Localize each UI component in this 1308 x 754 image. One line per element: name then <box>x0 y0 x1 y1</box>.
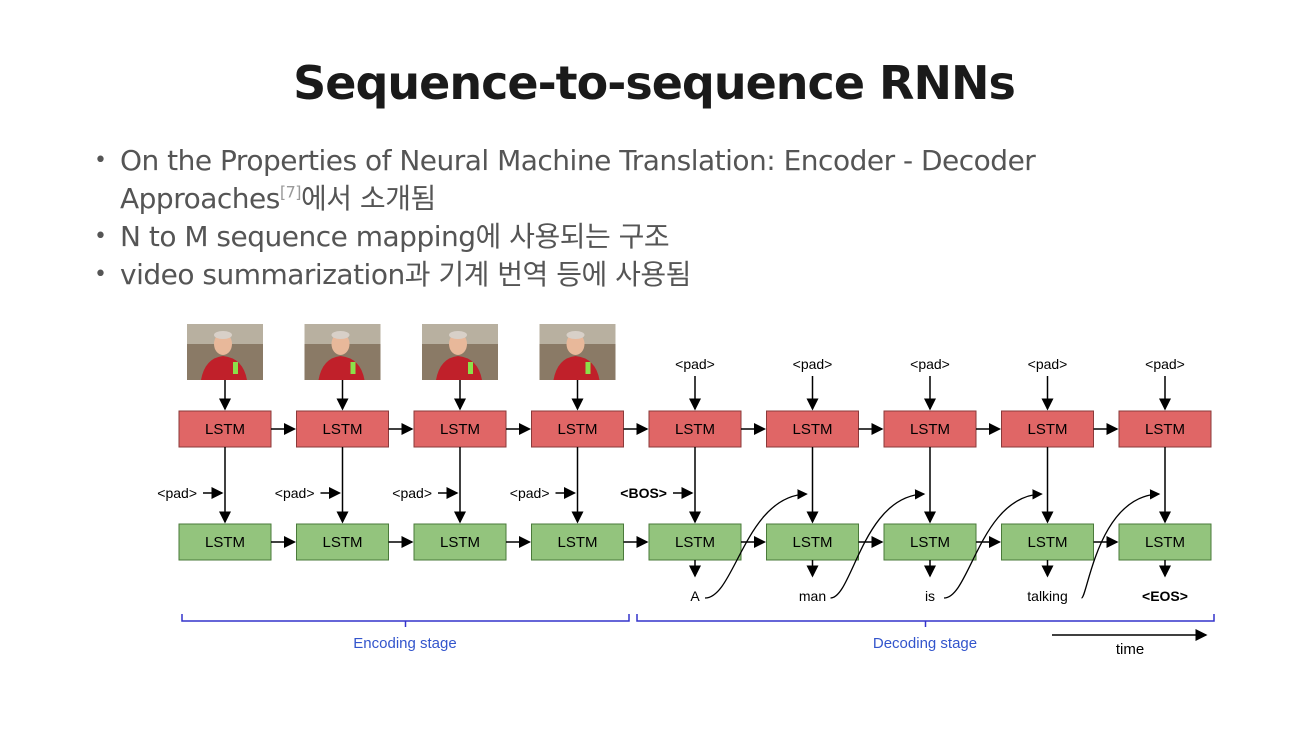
decoding-bracket <box>636 614 1215 622</box>
encoding-stage-label: Encoding stage <box>353 635 456 652</box>
pad-input-label: <pad> <box>1028 356 1068 372</box>
bullet-item: N to M sequence mapping에 사용되는 구조 <box>92 218 1035 256</box>
video-frame-image <box>422 324 498 380</box>
decoding-stage-label: Decoding stage <box>873 635 977 652</box>
pad-input-label: <pad> <box>910 356 950 372</box>
time-label: time <box>1116 641 1144 658</box>
output-label: <EOS> <box>1142 588 1188 604</box>
lstm-top-label: LSTM <box>675 421 715 438</box>
bullet-list: On the Properties of Neural Machine Tran… <box>92 142 1036 294</box>
lstm-top-label: LSTM <box>1027 421 1067 438</box>
bullet-item: On the Properties of Neural Machine Tran… <box>92 142 1036 218</box>
lstm-top-label: LSTM <box>1145 421 1185 438</box>
output-label: is <box>925 588 935 604</box>
lstm-bottom-label: LSTM <box>1027 534 1067 551</box>
lstm-top-label: LSTM <box>557 421 597 438</box>
citation: [7] <box>279 182 302 202</box>
lstm-bottom-box <box>178 523 272 561</box>
lstm-bottom-box <box>413 523 507 561</box>
lstm-top-label: LSTM <box>792 421 832 438</box>
seq2seq-diagram: <pad> <pad> <pad> <pad> <pad> LSTM LSTM LSTM LST… <box>140 318 1230 668</box>
lstm-bottom-label: LSTM <box>440 534 480 551</box>
lstm-top-label: LSTM <box>205 421 245 438</box>
bullet-item: video summarization과 기계 번역 등에 사용됨 <box>92 256 1035 294</box>
bullet-text: Approaches <box>120 182 280 215</box>
lstm-bottom-label: LSTM <box>322 534 362 551</box>
lstm-top-box <box>648 410 742 448</box>
lstm-bottom-label: LSTM <box>792 534 832 551</box>
video-frame-image <box>539 324 616 380</box>
output-label: A <box>690 588 700 604</box>
lstm-top-box <box>413 410 507 448</box>
feedback-arrow <box>943 489 1043 599</box>
lstm-bottom-box <box>1001 523 1094 561</box>
lstm-bottom-box <box>531 523 624 561</box>
mid-input-label: <BOS> <box>620 485 667 501</box>
bullet-text: video summarization과 기계 번역 등에 사용됨 <box>120 258 691 291</box>
mid-input-label: <pad> <box>510 485 550 501</box>
feedback-arrow <box>1080 489 1161 599</box>
video-frame-image <box>187 324 263 380</box>
lstm-bottom-label: LSTM <box>1145 534 1185 551</box>
encoding-bracket <box>181 614 630 622</box>
bullet-text: 에서 소개됨 <box>301 182 436 215</box>
lstm-bottom-box <box>883 523 977 561</box>
mid-input-label: <pad> <box>392 485 432 501</box>
lstm-bottom-label: LSTM <box>205 534 245 551</box>
lstm-top-box <box>1118 410 1212 448</box>
feedback-arrow <box>704 489 808 599</box>
feedback-arrow <box>830 489 926 599</box>
lstm-top-box <box>531 410 624 448</box>
lstm-top-label: LSTM <box>910 421 950 438</box>
mid-input-label: <pad> <box>157 485 197 501</box>
lstm-bottom-label: LSTM <box>675 534 715 551</box>
lstm-bottom-box <box>296 523 389 561</box>
pad-input-label: <pad> <box>1145 356 1185 372</box>
bullet-text: N to M sequence mapping에 사용되는 구조 <box>120 220 670 253</box>
video-frame-image <box>304 324 381 380</box>
diagram-svg: <pad> <pad> <pad> <pad> <pad> LSTM LSTM LSTM LST… <box>157 324 1215 658</box>
lstm-top-label: LSTM <box>322 421 362 438</box>
lstm-top-label: LSTM <box>440 421 480 438</box>
lstm-bottom-box <box>1118 523 1212 561</box>
lstm-bottom-label: LSTM <box>557 534 597 551</box>
pad-input-label: <pad> <box>793 356 833 372</box>
pad-input-label: <pad> <box>675 356 715 372</box>
output-label: talking <box>1027 588 1067 604</box>
slide-title: Sequence-to-sequence RNNs <box>293 56 1016 110</box>
lstm-top-box <box>766 410 859 448</box>
mid-input-label: <pad> <box>275 485 315 501</box>
output-label: man <box>799 588 826 604</box>
lstm-bottom-label: LSTM <box>910 534 950 551</box>
bullet-text: On the Properties of Neural Machine Tran… <box>120 144 1036 177</box>
